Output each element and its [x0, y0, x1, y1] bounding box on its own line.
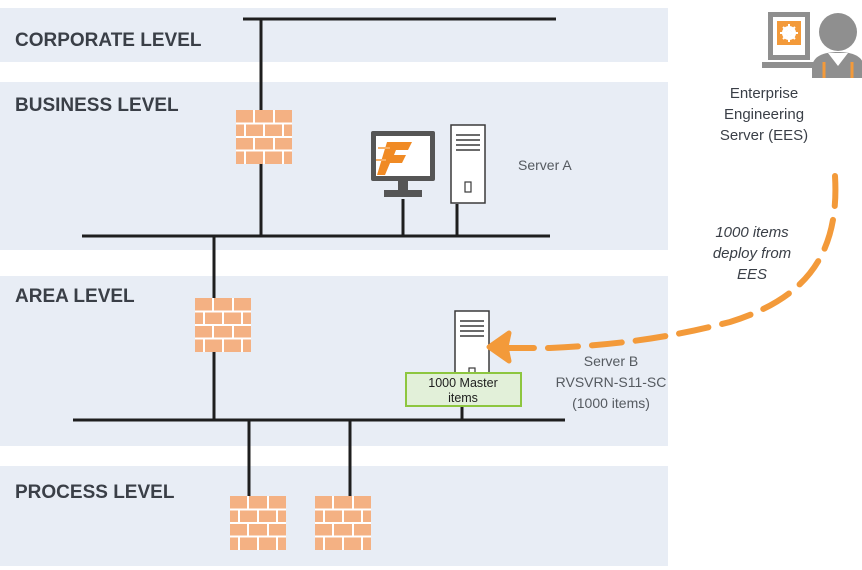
workstation-monitor-icon: [371, 131, 435, 197]
process-level-label: PROCESS LEVEL: [15, 482, 175, 503]
deploy-text-line2: deploy from: [713, 245, 791, 262]
master-items-line2: items: [448, 391, 478, 405]
server-a-label: Server A: [518, 157, 572, 173]
process-firewall-icon-1: [229, 495, 287, 551]
corporate-level-label: CORPORATE LEVEL: [15, 30, 202, 51]
master-items-line1: 1000 Master: [428, 376, 497, 390]
area-firewall-icon: [194, 297, 252, 353]
deploy-text-line1: 1000 items: [715, 224, 789, 241]
business-firewall-icon: [235, 109, 293, 165]
server-b-hostname: RVSVRN-S11-SC: [556, 374, 667, 390]
ees-label-line1: Enterprise: [730, 85, 798, 102]
server-a-icon: [450, 124, 486, 204]
f-logo-icon: [376, 142, 412, 175]
corporate-level-band: [0, 8, 668, 62]
master-items-box: 1000 Master items: [405, 372, 522, 407]
area-level-label: AREA LEVEL: [15, 286, 135, 307]
ees-label-line3: Server (EES): [720, 127, 808, 144]
deploy-text-line3: EES: [737, 266, 767, 283]
deploy-path-line: [497, 173, 839, 351]
area-level-band: [0, 276, 668, 446]
business-level-label: BUSINESS LEVEL: [15, 95, 179, 116]
process-firewall-icon-2: [314, 495, 372, 551]
server-b-item-count: (1000 items): [572, 395, 650, 411]
deploy-arrow-icon: [486, 330, 512, 364]
ees-label-line2: Engineering: [724, 106, 804, 123]
business-level-band: [0, 82, 668, 250]
ees-user-icon: [762, 12, 862, 78]
server-b-label: Server B: [584, 353, 638, 369]
